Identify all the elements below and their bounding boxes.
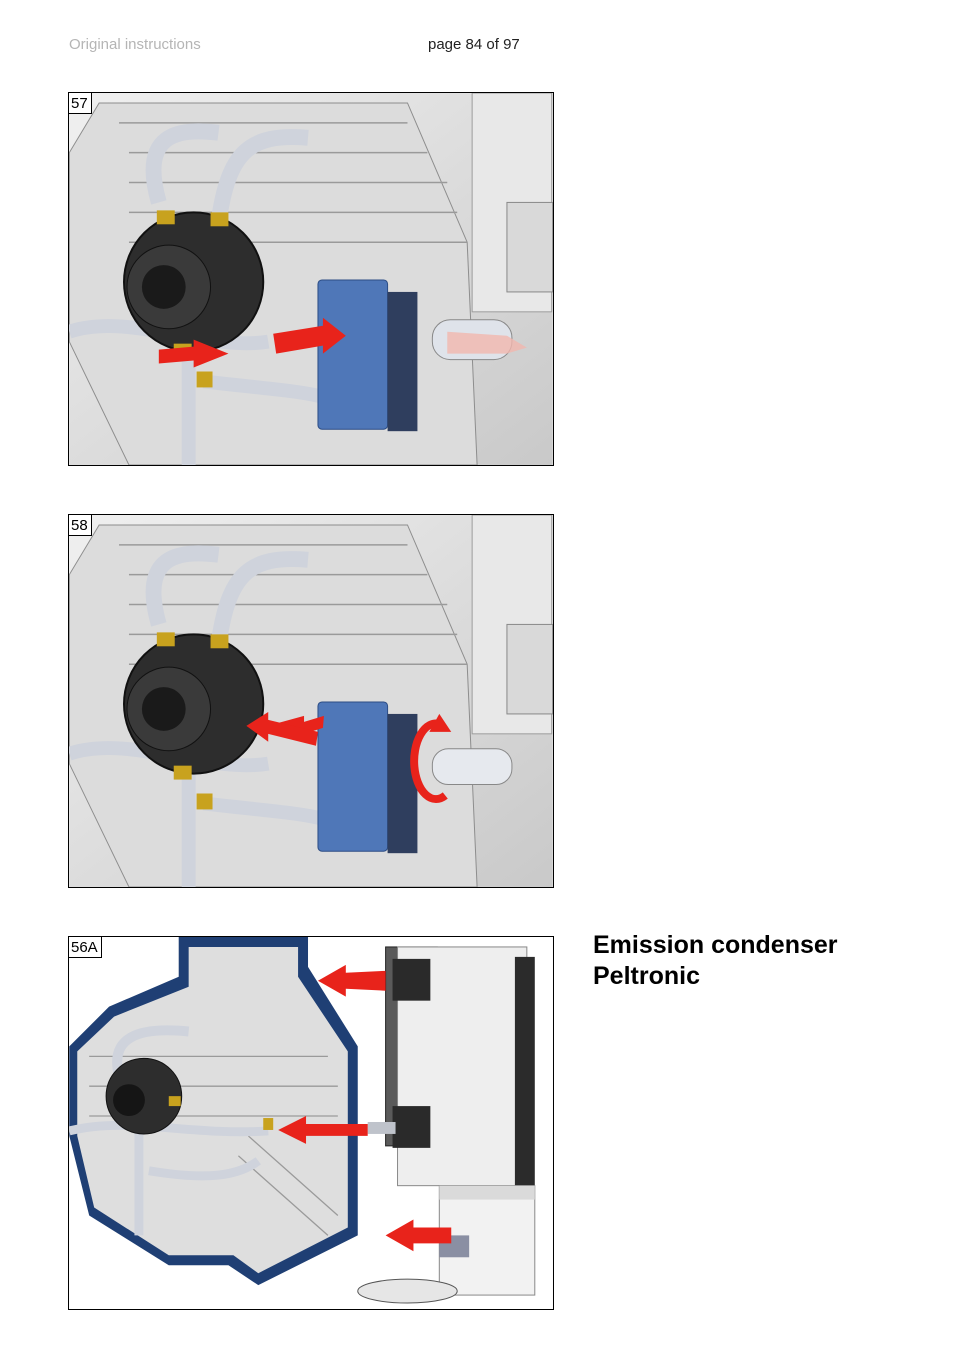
header-document-label: Original instructions — [69, 36, 201, 53]
figure-58: 58 — [68, 514, 554, 888]
figure-56a: 56A — [68, 936, 554, 1310]
figure-number: 57 — [69, 93, 92, 114]
page-indicator: page 84 of 97 — [428, 36, 520, 53]
figure-57: 57 — [68, 92, 554, 466]
section-title-line2: Peltronic — [593, 962, 700, 990]
figure-58-illustration — [69, 515, 553, 887]
section-title-line1: Emission condenser — [593, 931, 838, 959]
figure-56a-illustration — [69, 937, 553, 1309]
section-title: Emission condenser Peltronic — [593, 930, 838, 992]
figure-number: 58 — [69, 515, 92, 536]
figure-number: 56A — [69, 937, 102, 958]
figure-57-illustration — [69, 93, 553, 465]
